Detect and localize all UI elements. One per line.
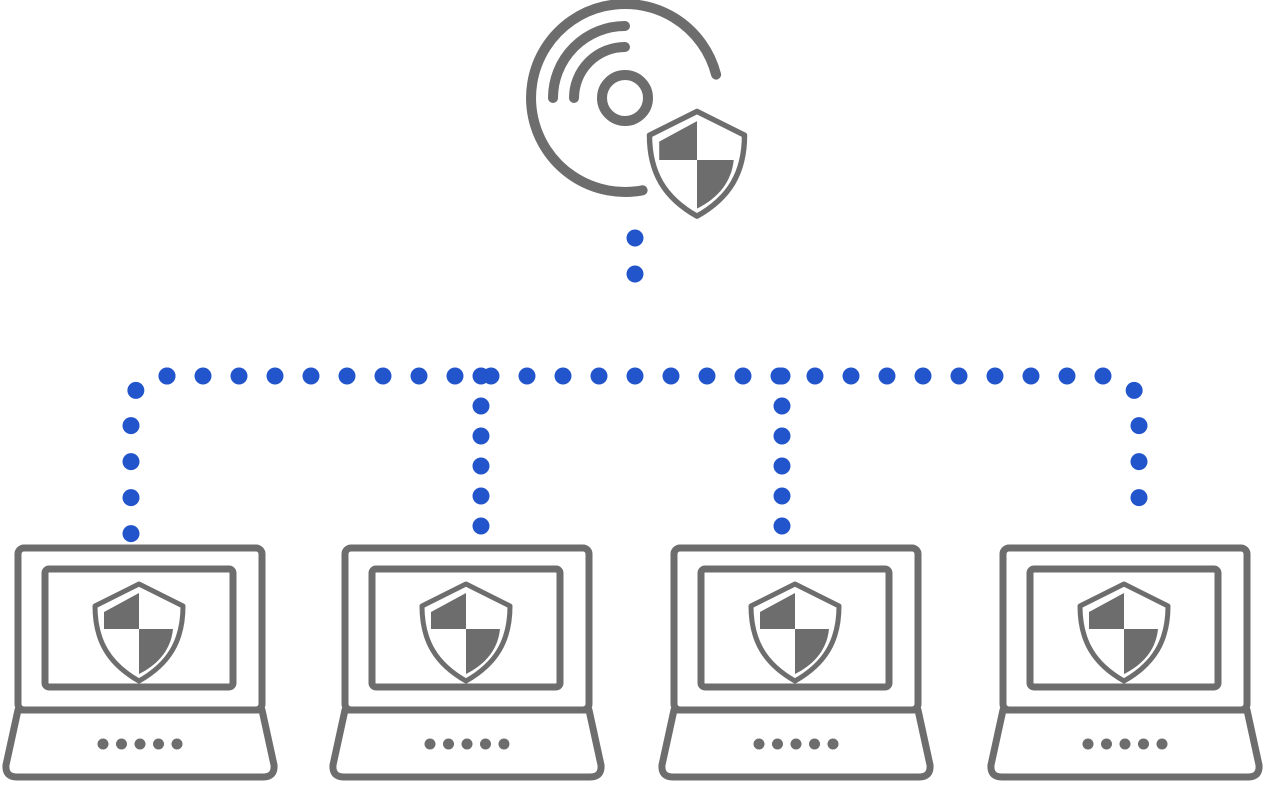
disc-shine-outer	[548, 21, 630, 103]
laptop-display	[41, 565, 237, 691]
laptop-key-dot	[790, 738, 802, 750]
laptop-display	[1026, 565, 1222, 691]
laptop-key-dot	[772, 738, 783, 750]
laptop-key-dot	[461, 738, 473, 750]
laptop-display	[368, 565, 564, 691]
laptop-icon	[987, 544, 1263, 781]
client-laptops	[2, 544, 1263, 781]
laptop-icon	[329, 544, 605, 781]
laptop-key-dot	[1101, 738, 1112, 750]
laptop-key-dot	[443, 738, 454, 750]
connector-lines	[122, 229, 1148, 544]
laptop-key-dot	[134, 738, 146, 750]
laptop-key-dot	[97, 738, 109, 750]
laptop-icon	[2, 544, 278, 781]
laptop-key-dot	[1082, 738, 1094, 750]
laptop-key-dot	[153, 738, 164, 750]
secure-disc-icon	[526, 0, 744, 216]
laptop-display	[697, 565, 893, 691]
laptop-key-dot	[1119, 738, 1131, 750]
laptop-key-dot	[171, 738, 183, 750]
laptop-key-dot	[1138, 738, 1149, 750]
disc-hole	[597, 70, 653, 126]
laptop-icon	[658, 544, 934, 781]
disc-shine-inner	[569, 42, 630, 103]
laptop-key-dot	[827, 738, 839, 750]
laptop-key-dot	[753, 738, 765, 750]
branch-line-4	[1094, 367, 1148, 534]
laptop-key-dot	[424, 738, 436, 750]
branch-line-1	[122, 367, 176, 544]
laptop-key-dot	[1156, 738, 1168, 750]
shield-icon	[649, 111, 744, 216]
laptop-key-dot	[116, 738, 127, 750]
laptop-key-dot	[480, 738, 491, 750]
laptop-key-dot	[498, 738, 510, 750]
laptop-key-dot	[809, 738, 820, 750]
